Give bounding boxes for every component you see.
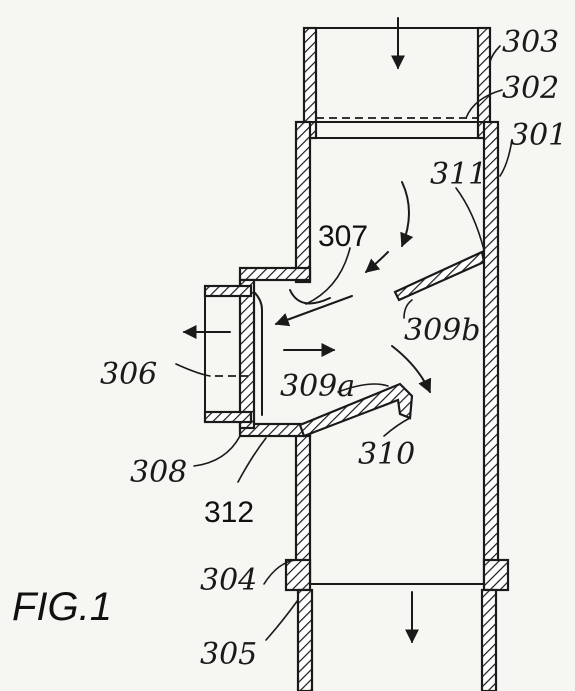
lower-socket — [284, 558, 510, 691]
ref-307: 307 — [318, 220, 368, 253]
ref-304: 304 — [200, 563, 257, 598]
ref-310: 310 — [358, 437, 415, 472]
leader-lines — [175, 45, 513, 641]
deflector-lower — [298, 382, 414, 438]
ref-312: 312 — [204, 496, 254, 529]
deflector-upper — [393, 250, 486, 302]
ref-305: 305 — [200, 637, 257, 672]
side-pipe — [203, 284, 253, 424]
flow-arrows — [182, 17, 432, 644]
ref-308: 308 — [130, 455, 187, 490]
figure-label: FIG.1 — [12, 585, 112, 629]
ref-311: 311 — [430, 157, 487, 192]
ref-302: 302 — [502, 71, 559, 106]
side-branch — [238, 266, 312, 438]
ref-301: 301 — [510, 118, 567, 153]
ref-303: 303 — [502, 25, 559, 60]
ref-306: 306 — [100, 357, 157, 392]
ref-309a: 309a — [280, 369, 355, 404]
ref-309b: 309b — [404, 313, 480, 348]
upper-pipe — [302, 26, 492, 140]
inlet-curve — [289, 289, 331, 305]
